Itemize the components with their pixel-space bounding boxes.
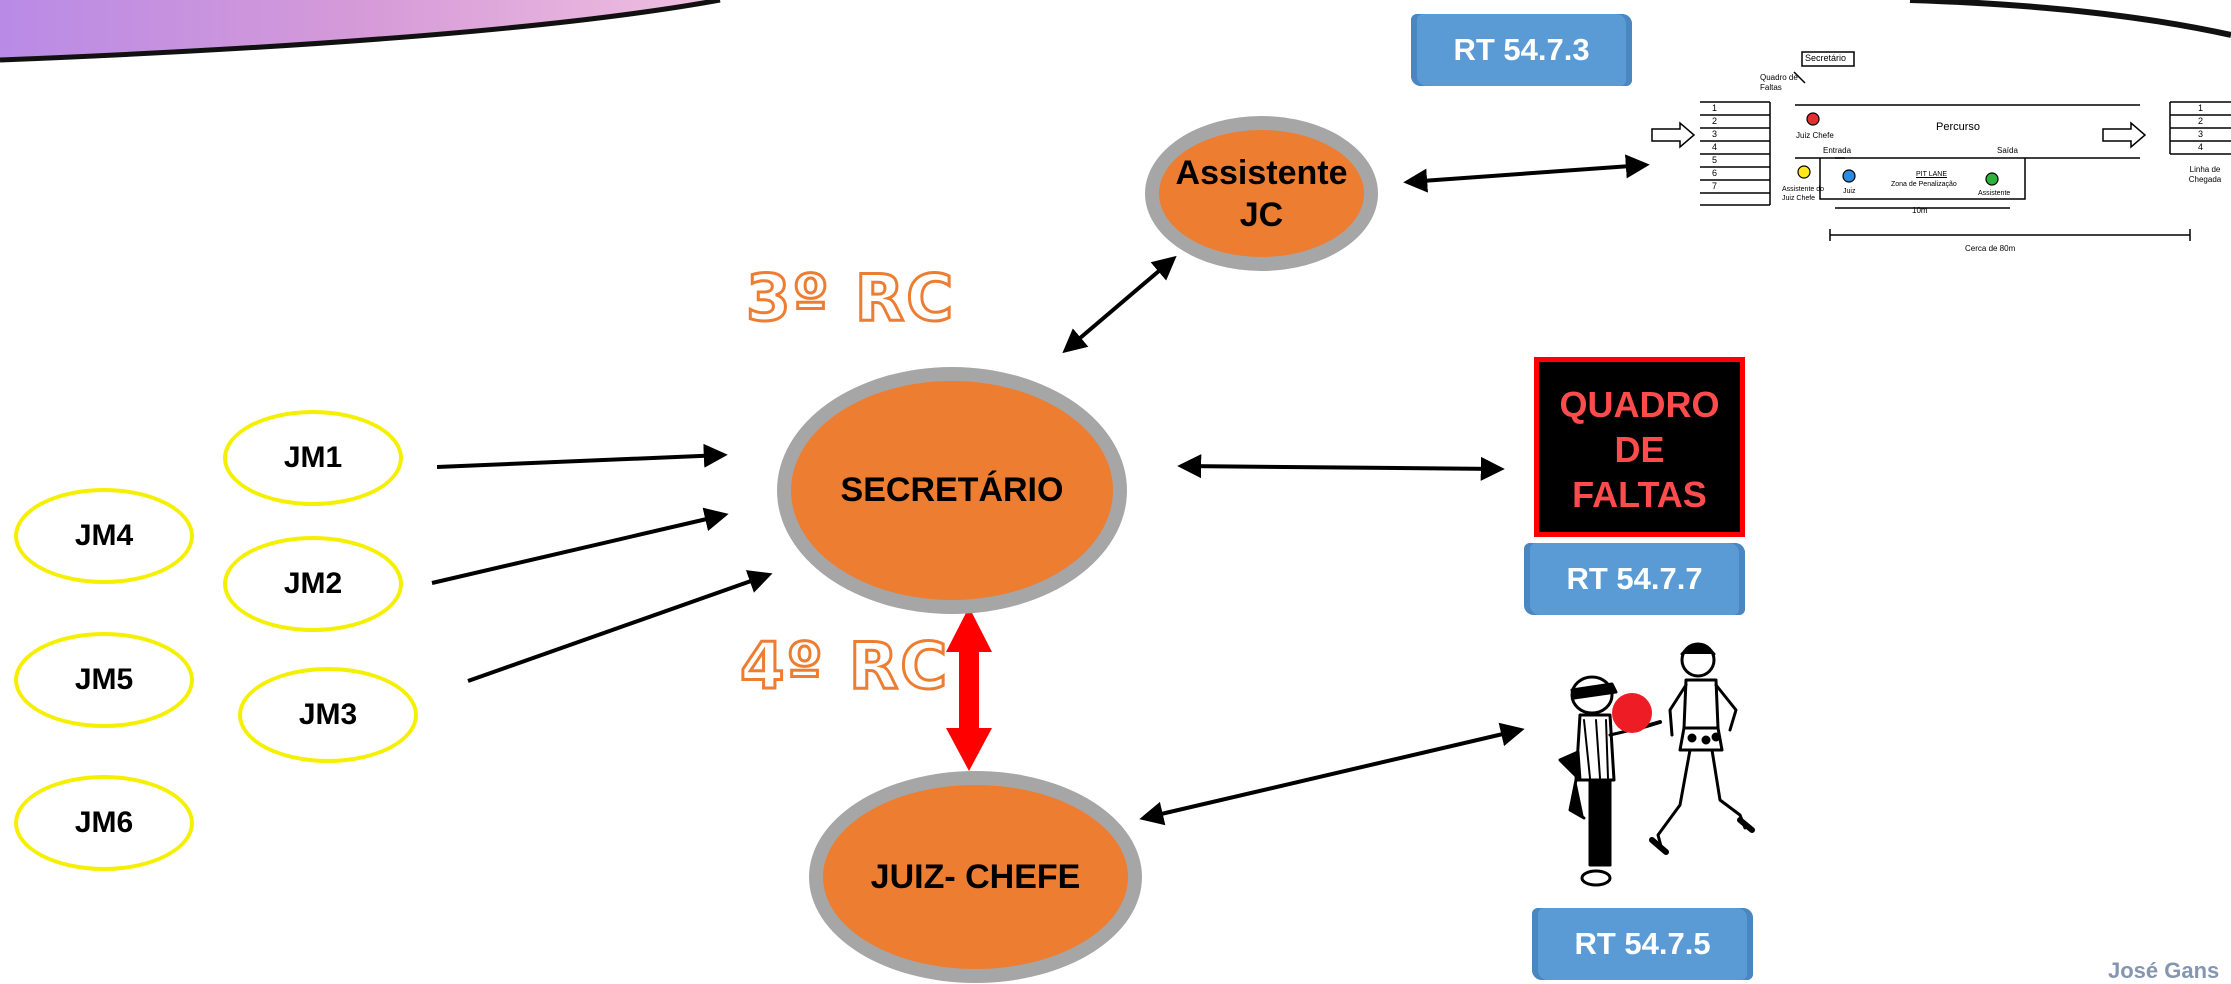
juiz-chefe-label: JUIZ- CHEFE: [870, 857, 1081, 896]
arrow-secretario-quadro: [1177, 454, 1505, 481]
track-lane-l2: 2: [1712, 116, 1718, 126]
arrow-secretario-assistente: [1062, 255, 1177, 354]
juiz-chefe-node: JUIZ- CHEFE: [809, 771, 1142, 983]
track-juiz-chefe: Juiz Chefe: [1796, 131, 1834, 140]
track-quadro: Quadro de Faltas: [1760, 73, 1798, 92]
track-zona: Zona de Penalização: [1891, 181, 1957, 188]
quadro-line2: DE: [1614, 429, 1665, 470]
jm4-label: JM4: [74, 519, 134, 552]
track-secretario: Secretário: [1805, 53, 1847, 63]
rt-5477-label: RT 54.7.7: [1566, 561, 1703, 596]
jm4-node: JM4: [14, 488, 194, 584]
third-rc-label: 3º RC: [744, 261, 956, 338]
jm5-label: JM5: [74, 663, 134, 696]
arrow-assistente-track: [1403, 154, 1650, 193]
track-assistente: Assistente: [1978, 190, 2011, 197]
arrow-jm3-secretario: [467, 570, 773, 683]
track-lane-l6: 6: [1712, 168, 1718, 178]
track-cerca: Cerca de 80m: [1965, 244, 2016, 253]
track-linha: Linha de Chegada: [2188, 165, 2222, 184]
track-lines: [1651, 51, 2231, 241]
red-double-arrow: [946, 607, 992, 771]
track-entrada: Entrada: [1823, 146, 1852, 155]
track-percurso: Percurso: [1936, 121, 1981, 133]
judge-runner-illustration: [1558, 642, 1755, 887]
secretario-node: SECRETÁRIO: [777, 367, 1127, 614]
jm2-node: JM2: [223, 536, 403, 632]
secretario-label: SECRETÁRIO: [840, 471, 1064, 509]
rt-5475-banner: RT 54.7.5: [1532, 908, 1753, 980]
jm5-node: JM5: [14, 632, 194, 728]
quadro-de-faltas-board: QUADRO DE FALTAS: [1534, 357, 1745, 537]
quadro-line1: QUADRO: [1559, 384, 1720, 425]
rt-5473-label: RT 54.7.3: [1453, 32, 1590, 67]
rt-5475-label: RT 54.7.5: [1574, 926, 1711, 961]
track-lane-l5: 5: [1712, 155, 1718, 165]
track-lane-l1: 1: [1712, 103, 1718, 113]
jm6-node: JM6: [14, 775, 194, 871]
track-lane-l7: 7: [1712, 181, 1718, 191]
author-footer: José Gans: [2108, 958, 2220, 983]
assistente-jc-node: Assistente JC: [1145, 116, 1378, 271]
track-lane-r3: 3: [2198, 129, 2204, 139]
track-diagram: Secretário Quadro de Faltas Juiz Chefe P…: [1650, 45, 2231, 260]
track-pit-lane: PIT LANE: [1916, 171, 1947, 178]
fourth-rc-label: 4º RC: [738, 629, 950, 706]
arrow-juiz-runner: [1139, 722, 1525, 826]
top-banner: [0, 0, 2231, 63]
track-assistente-jc: Assistente do Juiz Chefe: [1782, 186, 1825, 202]
jm3-node: JM3: [238, 667, 418, 763]
rt-5473-banner: RT 54.7.3: [1411, 14, 1632, 86]
track-lane-r1: 1: [2198, 103, 2204, 113]
arrow-jm2-secretario: [431, 507, 729, 585]
track-lane-r4: 4: [2198, 142, 2204, 152]
track-lane-l3: 3: [1712, 129, 1718, 139]
track-10m: 10m: [1912, 206, 1928, 215]
jm3-label: JM3: [298, 698, 358, 731]
track-saida: Saída: [1997, 146, 2018, 155]
jm6-label: JM6: [74, 806, 134, 839]
track-juiz: Juiz: [1843, 188, 1856, 195]
jm2-label: JM2: [283, 567, 343, 600]
rt-5477-banner: RT 54.7.7: [1524, 543, 1745, 615]
quadro-line3: FALTAS: [1572, 474, 1707, 515]
jm1-node: JM1: [223, 410, 403, 506]
assistente-jc-label: Assistente JC: [1175, 153, 1348, 234]
jm1-label: JM1: [283, 441, 343, 474]
track-lane-l4: 4: [1712, 142, 1718, 152]
track-lane-r2: 2: [2198, 116, 2204, 126]
arrow-jm1-secretario: [436, 443, 728, 469]
